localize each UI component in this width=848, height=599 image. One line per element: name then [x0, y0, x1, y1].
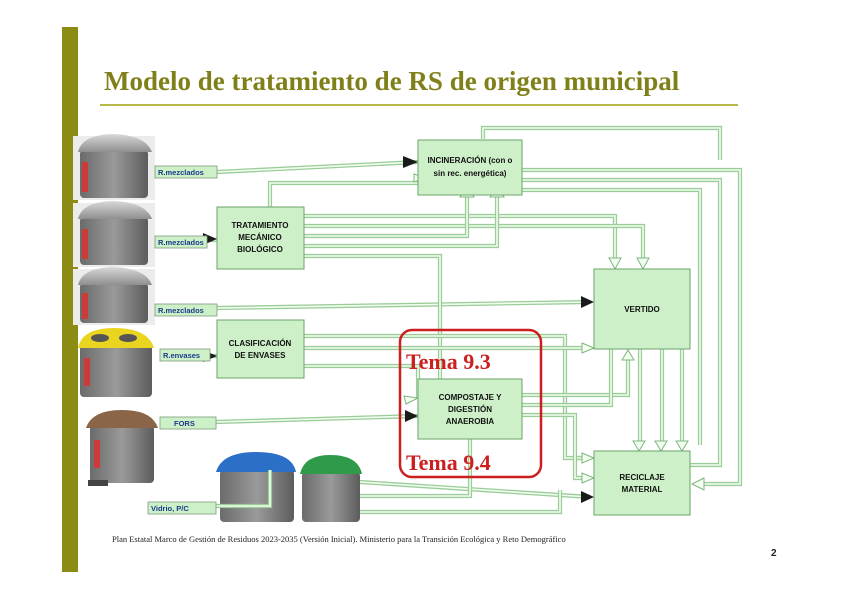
flow-lines [154, 125, 743, 515]
flow-connector-core-21 [522, 414, 590, 479]
compostaje-label-3: ANAEROBIA [446, 417, 495, 426]
bin-fors-image [86, 410, 158, 486]
stream-label-mezclados-1: R.mezclados [158, 168, 204, 177]
flow-connector-21 [522, 412, 590, 481]
stream-label-mezclados-1-box [154, 165, 218, 179]
tmb-box [216, 206, 305, 270]
tmb-label-3: BIOLÓGICO [237, 245, 283, 254]
flow-connector-core-27 [360, 490, 561, 513]
bin-envases-image [78, 328, 154, 397]
compostaje-label-1: COMPOSTAJE Y [439, 393, 502, 402]
stream-label-fors: FORS [174, 419, 195, 428]
flow-connector-core-16 [522, 179, 721, 466]
bin-vidrio-image [216, 452, 362, 522]
source-footnote: Plan Estatal Marco de Gestión de Residuo… [112, 534, 566, 544]
bin-mezclados-3-image [73, 267, 155, 325]
stream-label-mezclados-3: R.mezclados [158, 306, 204, 315]
stream-label-fors-box [159, 416, 217, 430]
flow-connector-core-5 [216, 470, 271, 507]
stream-label-vidrio: Vidrio, P/C [151, 504, 189, 513]
flow-connector-core-2 [154, 301, 591, 310]
stream-label-mezclados-3-box [154, 303, 218, 317]
reciclaje-box [593, 450, 691, 516]
flow-connector-core-18 [482, 127, 721, 160]
flow-connector-core-7 [304, 215, 616, 265]
incineracion-label-1: INCINERACIÓN (con o [428, 156, 513, 165]
tmb-label-1: TRATAMIENTO [232, 221, 289, 230]
flow-connector-core-26 [360, 439, 471, 497]
clasificacion-label-2: DE ENVASES [235, 351, 287, 360]
flow-connector-core-9 [304, 197, 468, 237]
page-number: 2 [771, 548, 777, 559]
vertido-label: VERTIDO [624, 305, 660, 314]
bin-mezclados-2-image [73, 201, 155, 267]
title-underline [100, 104, 738, 106]
compostaje-label-2: DIGESTIÓN [448, 405, 492, 414]
stream-label-vidrio-box [147, 501, 217, 515]
reciclaje-label-1: RECICLAJE [619, 473, 665, 482]
flow-connector-core-4 [215, 415, 419, 423]
flow-connector-core-10 [304, 197, 498, 247]
tmb-label-2: MECÁNICO [238, 233, 282, 242]
flow-connector-core-20 [522, 343, 612, 406]
bin-mezclados-1-image [73, 134, 155, 200]
stream-label-mezclados-2-box [154, 235, 208, 249]
slide-title: Modelo de tratamiento de RS de origen mu… [104, 66, 680, 96]
stream-label-mezclados-2: R.mezclados [158, 238, 204, 247]
highlight-frame [398, 328, 543, 479]
stream-label-envases-box [159, 348, 211, 362]
flow-connector-core-0 [216, 161, 419, 173]
flow-connector-core-25 [359, 481, 591, 498]
flow-connector-core-15 [522, 169, 741, 485]
reciclaje-label-2: MATERIAL [622, 485, 663, 494]
clasificacion-label-1: CLASIFICACIÓN [229, 339, 292, 348]
incineracion-box [417, 139, 523, 196]
vertido-box [593, 268, 691, 350]
highlight-tema-93: Tema 9.3 [406, 349, 491, 374]
compostaje-box [417, 378, 523, 440]
flow-connector-core-17 [522, 189, 701, 445]
stream-label-envases: R.envases [163, 351, 200, 360]
incineracion-label-2: sin rec. energética) [434, 169, 507, 178]
highlight-tema-94: Tema 9.4 [406, 450, 491, 475]
flow-connector-core-19 [522, 358, 629, 396]
flow-connector-core-8 [304, 225, 644, 265]
clasificacion-box [216, 319, 305, 379]
